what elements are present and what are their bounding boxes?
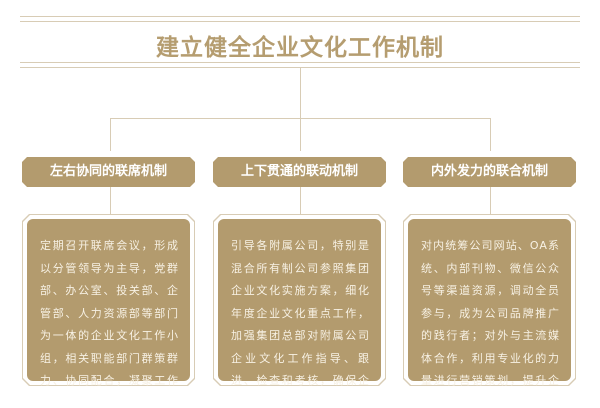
mechanism-header-1: 左右协同的联席机制: [22, 157, 195, 187]
mechanism-card-1: 定期召开联席会议，形成以分管领导为主导，党群部、办公室、投关部、企管部、人力资源…: [22, 214, 195, 386]
title-rule-top-2: [20, 21, 580, 22]
title-rule-bottom: [20, 62, 580, 63]
mechanism-header-3: 内外发力的联合机制: [403, 157, 576, 187]
mechanism-card-2: 引导各附属公司，特别是混合所有制公司参照集团企业文化实施方案，细化年度企业文化重…: [213, 214, 386, 386]
mechanism-card-3: 对内统筹公司网站、OA系统、内部刊物、微信公众号等渠道资源，调动全员参与，成为公…: [403, 214, 576, 386]
mechanism-text-3: 对内统筹公司网站、OA系统、内部刊物、微信公众号等渠道资源，调动全员参与，成为公…: [408, 219, 571, 381]
mechanism-text-1: 定期召开联席会议，形成以分管领导为主导，党群部、办公室、投关部、企管部、人力资源…: [27, 219, 190, 381]
title-rule-top: [20, 16, 580, 17]
mechanism-text-2: 引导各附属公司，特别是混合所有制公司参照集团企业文化实施方案，细化年度企业文化重…: [218, 219, 381, 381]
connector-3: [490, 118, 491, 151]
connector-branch: [110, 118, 491, 119]
connector-trunk: [300, 67, 301, 151]
diagram-title: 建立健全企业文化工作机制: [156, 35, 444, 61]
connector-1b: [110, 187, 111, 214]
connector-3b: [490, 187, 491, 214]
connector-1: [110, 118, 111, 151]
connector-2b: [300, 187, 301, 214]
mechanism-header-2: 上下贯通的联动机制: [213, 157, 386, 187]
